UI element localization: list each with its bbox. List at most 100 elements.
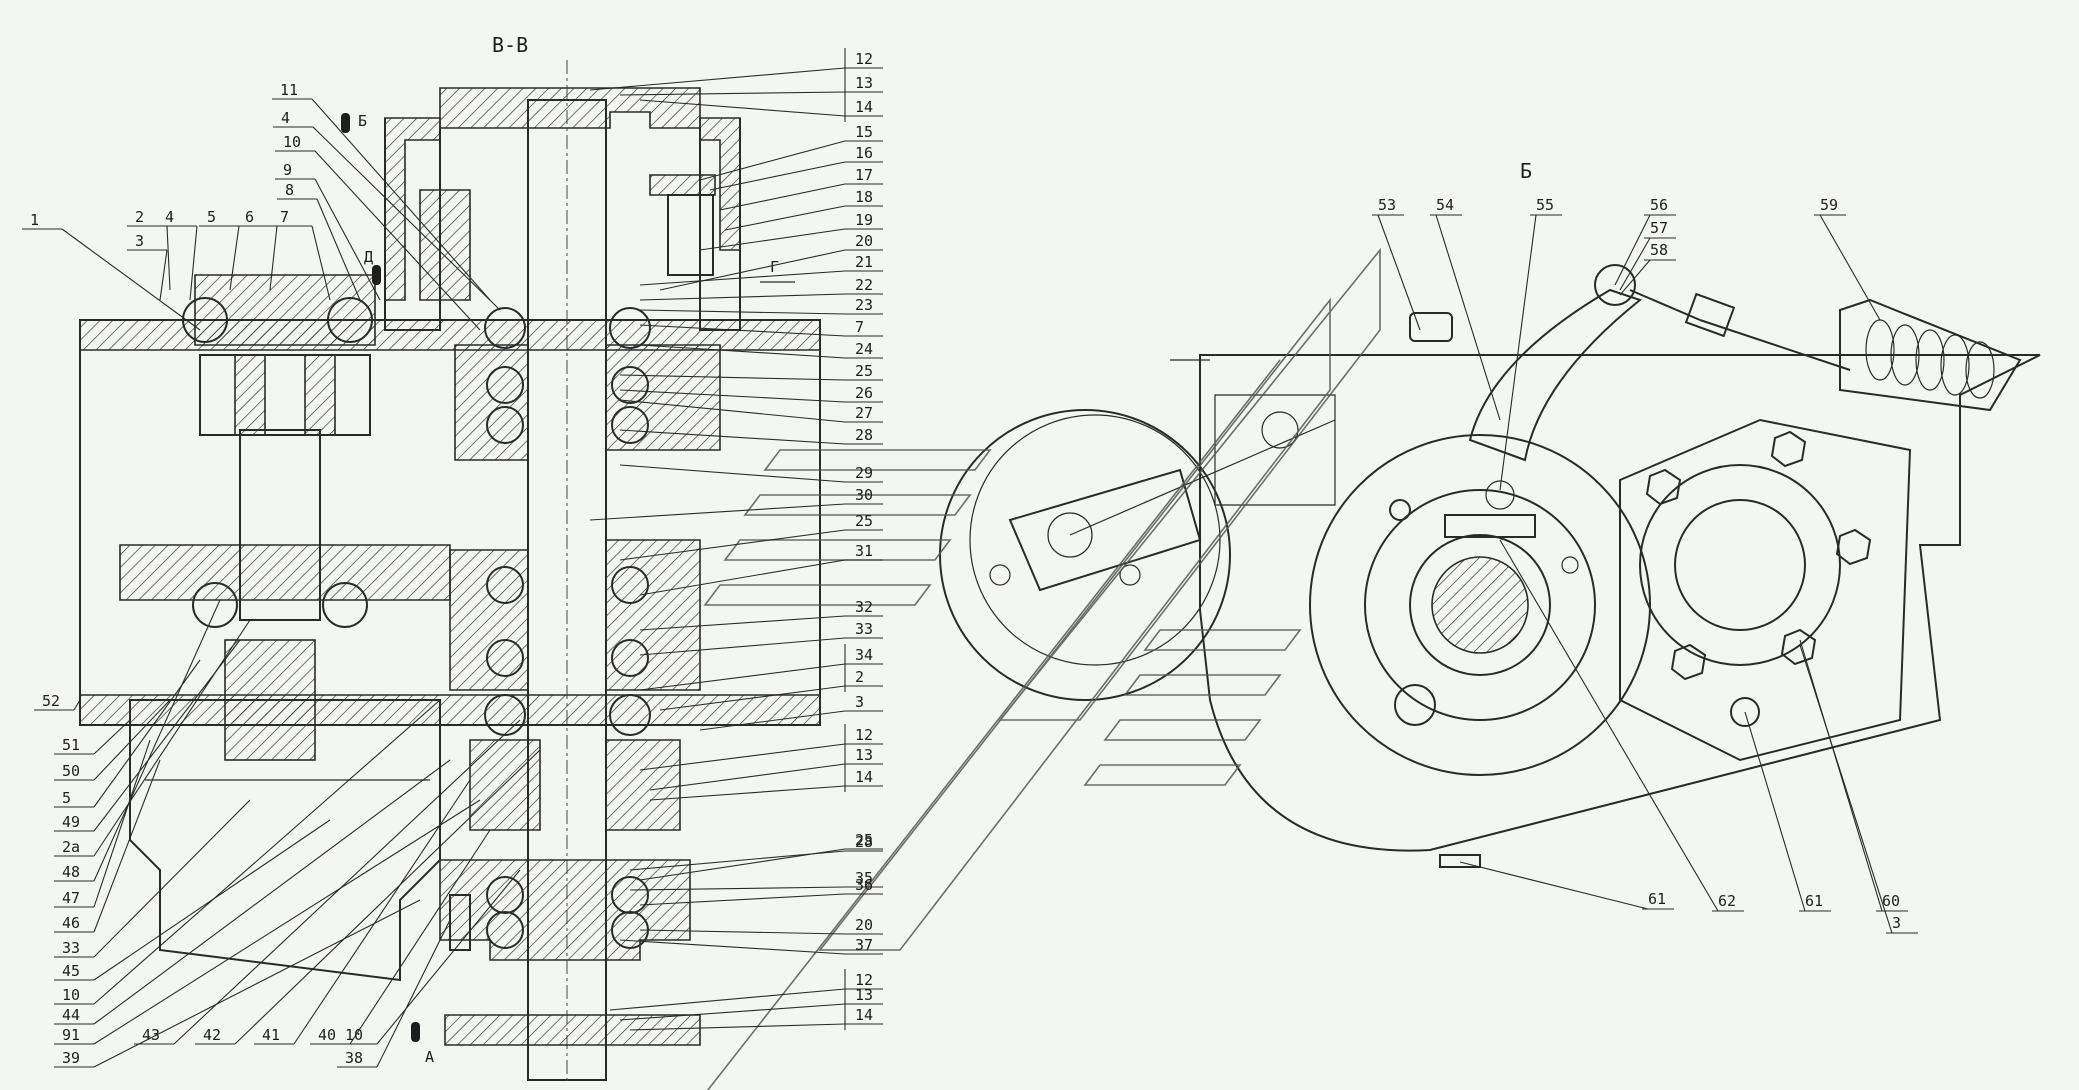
- leader-line: [589, 503, 846, 521]
- left-gear-upper: [199, 354, 371, 436]
- leader-line: [349, 829, 491, 1045]
- leader-line: [93, 719, 131, 755]
- part-label-right: 17: [855, 166, 873, 184]
- left-bearing-2: [322, 582, 368, 628]
- part-label-side: 61: [1648, 890, 1666, 908]
- part-label-left: 10: [345, 1026, 363, 1044]
- lower-gearbox: [129, 699, 441, 982]
- leader-line: [1819, 214, 1881, 321]
- leader-line: [1499, 539, 1719, 912]
- leader-line: [1799, 639, 1883, 912]
- link-rod: [1069, 419, 1336, 536]
- leader-line: [639, 293, 846, 301]
- part-label-right: 31: [855, 542, 873, 560]
- splined-shaft: [1431, 556, 1529, 654]
- leader-line: [629, 886, 846, 891]
- part-label-right: 25: [855, 362, 873, 380]
- part-label-left: 10: [62, 986, 80, 1004]
- part-label-right: 2: [855, 668, 864, 686]
- clutch-hub: [1409, 534, 1551, 676]
- marker-b-label: Б: [358, 112, 367, 130]
- left-bearing-4: [327, 297, 373, 343]
- leader-line: [316, 198, 361, 301]
- nut-2: [1835, 528, 1872, 566]
- leader-line: [619, 1003, 846, 1021]
- leader-line: [659, 249, 846, 291]
- part-label-right: 29: [855, 464, 873, 482]
- leader-line: [619, 399, 846, 423]
- bottom-plug: [1439, 854, 1481, 868]
- part-label-right: 34: [855, 646, 873, 664]
- seal-left: [469, 739, 541, 831]
- part-label-side: 62: [1718, 892, 1736, 910]
- lever-nut: [989, 564, 1011, 586]
- leader-line: [93, 699, 171, 781]
- leader-line: [93, 739, 151, 908]
- part-label-right: 7: [855, 318, 864, 336]
- nut-1: [1770, 430, 1807, 468]
- part-label-left: 6: [245, 208, 254, 226]
- coil-spring-59: [1865, 319, 1995, 399]
- leader-line: [639, 324, 846, 337]
- part-label-right: 33: [855, 620, 873, 638]
- leader-line: [709, 161, 846, 191]
- part-label-left: 48: [62, 863, 80, 881]
- lever-arm: [1008, 468, 1202, 592]
- marker-a-label: А: [425, 1048, 434, 1066]
- leader-line: [1499, 214, 1537, 491]
- part-label-left: 46: [62, 914, 80, 932]
- leader-line: [629, 1023, 846, 1031]
- part-label-right: 14: [855, 98, 873, 116]
- leader-line: [639, 637, 846, 656]
- right-leaders: 1213141516171819202122237242526272829302…: [589, 48, 883, 1031]
- part-label-left: 33: [62, 939, 80, 957]
- shaft-hub-left: [454, 344, 529, 461]
- upper-left-wall: [384, 117, 441, 301]
- leader-line: [1619, 259, 1651, 296]
- part-label-right: 22: [855, 276, 873, 294]
- leader-line: [229, 225, 240, 291]
- left-gear-lower: [119, 544, 451, 601]
- left-stud-block: [419, 189, 471, 301]
- leader-line: [1377, 214, 1421, 331]
- leader-line: [589, 67, 846, 91]
- right-stud: [667, 194, 714, 276]
- leader-line: [93, 699, 441, 1005]
- part-label-side: 54: [1436, 196, 1454, 214]
- leader-line: [93, 659, 201, 808]
- part-label-left: 3: [135, 232, 144, 250]
- part-label-left: 39: [62, 1049, 80, 1067]
- part-label-left: 7: [280, 208, 289, 226]
- left-flange-inner: [969, 414, 1221, 666]
- part-label-right: 12: [855, 726, 873, 744]
- marker-d-label: Д: [364, 248, 373, 266]
- bottom-flange: [444, 1014, 701, 1046]
- leader-line: [312, 126, 501, 311]
- part-label-right: 35: [855, 869, 873, 887]
- clutch-disk: [1309, 434, 1651, 776]
- drain-plug: [1730, 697, 1760, 727]
- leader-line: [1459, 861, 1649, 910]
- part-label-left: 10: [283, 133, 301, 151]
- leader-line: [173, 719, 521, 1045]
- left-gear-web-b: [304, 354, 336, 436]
- part-label-left: 51: [62, 736, 80, 754]
- part-label-left: 40: [318, 1026, 336, 1044]
- leader-line: [1619, 237, 1651, 291]
- leader-line: [649, 785, 846, 801]
- part-label-left: 4: [165, 208, 174, 226]
- part-label-right: 25: [855, 831, 873, 849]
- leader-line: [314, 150, 481, 331]
- leader-line: [639, 309, 846, 315]
- mount-boss: [1261, 411, 1299, 449]
- leader-line: [1435, 214, 1501, 421]
- part-label-right: 14: [855, 1006, 873, 1024]
- leader-line: [639, 893, 846, 906]
- shaft-bearing-11: [484, 694, 526, 736]
- leader-line: [619, 464, 846, 483]
- tension-spring: [1444, 514, 1536, 538]
- part-label-right: 25: [855, 512, 873, 530]
- leader-line: [639, 663, 846, 691]
